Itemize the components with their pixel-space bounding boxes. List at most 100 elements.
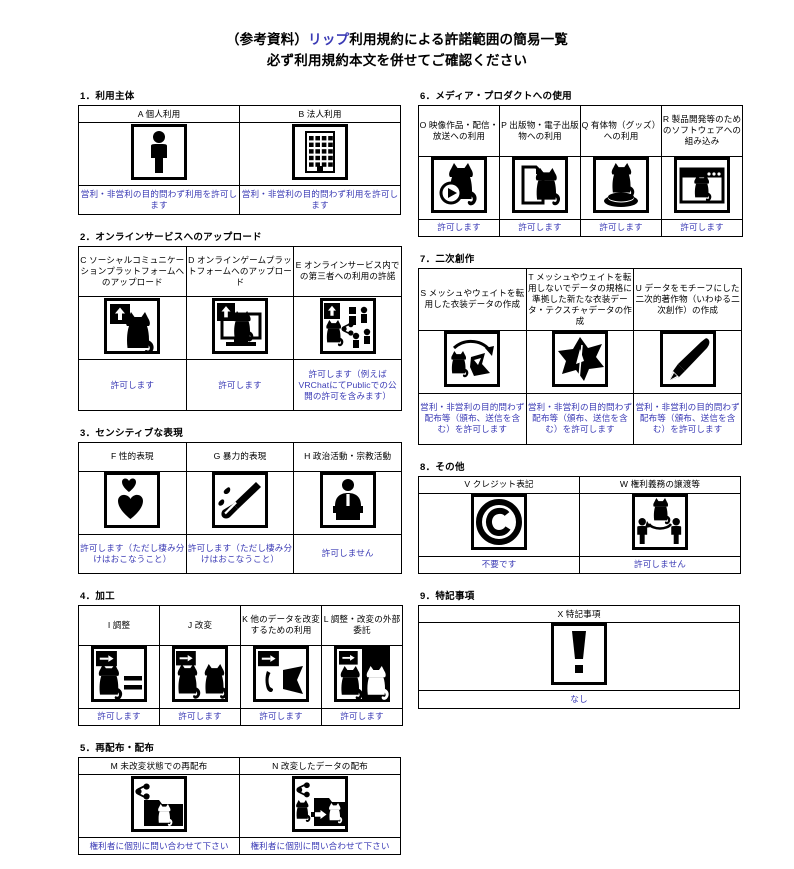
table-note-row: 不要です許可しません <box>418 555 741 575</box>
column-note-d: 許可します <box>185 359 295 412</box>
cat-goods-icon <box>593 157 649 214</box>
column-icon-cell-o <box>418 155 500 220</box>
column-icon-cell-r <box>661 155 743 220</box>
title-suffix: 利用規約による許諾範囲の簡易一覧 <box>349 32 569 47</box>
section-title: 3．センシティブな表現 <box>80 428 184 440</box>
cat-equals-icon <box>91 646 147 703</box>
table-note-row: 許可します許可します許可します許可します <box>418 218 743 237</box>
building-icon <box>292 123 348 180</box>
page-title: （参考資料）リップ利用規約による許諾範囲の簡易一覧 必ず利用規約本文を併せてご確… <box>0 0 794 72</box>
column-note-i: 許可します <box>78 707 160 726</box>
column-note-x: なし <box>418 690 740 709</box>
share-folder-cat-icon <box>131 775 187 832</box>
column-header-h: H 政治活動・宗教活動 <box>293 442 402 472</box>
column-icon-cell-v <box>418 492 580 557</box>
column-note-a: 営利・非営利の目的問わず利用を許可します <box>78 185 240 215</box>
column-header-d: D オンラインゲームプラットフォームへのアップロード <box>185 245 295 298</box>
section-title: 7．二次創作 <box>420 253 475 265</box>
section-title: 6．メディア・プロダクトへの使用 <box>420 91 572 102</box>
table-note-row: 権利者に個別に問い合わせて下さい権利者に個別に問い合わせて下さい <box>78 837 401 856</box>
column-icon-cell-b <box>239 122 401 187</box>
person-icon <box>131 123 187 180</box>
column-note-r: 許可します <box>661 218 743 237</box>
column-note-n: 権利者に個別に問い合わせて下さい <box>239 837 401 856</box>
cat-mesh-reuse-icon <box>444 331 501 388</box>
column-note-v: 不要です <box>418 555 580 575</box>
column-header-k: K 他のデータを改変するための利用 <box>240 605 322 646</box>
column-icon-cell-t <box>525 329 635 394</box>
column-icon-cell-m <box>78 774 240 839</box>
column-icon-cell-x <box>418 622 740 692</box>
column-header-f: F 性的表現 <box>78 442 187 472</box>
column-header-b: B 法人利用 <box>239 104 401 124</box>
column-note-e: 許可します（例えばVRChatにてPublicでの公開の許可を含みます） <box>293 359 402 412</box>
column-icon-cell-s <box>418 329 527 394</box>
column-note-m: 権利者に個別に問い合わせて下さい <box>78 837 240 856</box>
cat-two-icon <box>172 646 228 703</box>
column-header-c: C ソーシャルコミュニケーションプラットフォームへのアップロード <box>78 245 187 298</box>
table-header-row: X 特記事項 <box>418 605 740 624</box>
column-note-c: 許可します <box>78 359 187 412</box>
cat-play-icon <box>431 157 487 214</box>
column-header-v: V クレジット表記 <box>418 475 580 494</box>
column-header-l: L 調整・改変の外部委託 <box>321 605 403 646</box>
title-brand: リップ <box>308 32 350 47</box>
upload-cat-icon <box>104 297 161 354</box>
column-header-s: S メッシュやウェイトを転用した衣装データの作成 <box>418 267 527 331</box>
column-header-u: U データをモチーフにした二次的著作物（いわゆる二次創作）の作成 <box>633 267 742 331</box>
column-header-i: I 調整 <box>78 605 160 646</box>
column-note-s: 営利・非営利の目的問わず配布等（頒布、送信を含む）を許可します <box>418 392 527 445</box>
upload-cat-share-icon <box>319 297 376 354</box>
column-icon-cell-e <box>293 296 402 361</box>
cat-window-icon <box>674 157 730 214</box>
column-note-p: 許可します <box>499 218 581 237</box>
column-note-l: 許可します <box>321 707 403 726</box>
table-note-row: 許可します許可します許可します（例えばVRChatにてPublicでの公開の許可… <box>78 359 402 412</box>
section-table: X 特記事項なし <box>418 605 740 709</box>
table-icon-row <box>78 122 401 187</box>
table-icon-row <box>78 774 401 839</box>
table-icon-row <box>78 644 403 709</box>
title-line-2: 必ず利用規約本文を併せてご確認ください <box>266 52 528 68</box>
section-title: 8．その他 <box>420 461 465 473</box>
column-header-w: W 権利義務の譲渡等 <box>579 475 741 494</box>
column-icon-cell-a <box>78 122 240 187</box>
cat-outsource-icon <box>334 646 390 703</box>
column-icon-cell-c <box>78 296 187 361</box>
upload-cat-monitor-icon <box>211 297 268 354</box>
podium-icon <box>319 472 376 529</box>
column-icon-cell-n <box>239 774 401 839</box>
column-header-n: N 改変したデータの配布 <box>239 756 401 776</box>
hearts-icon <box>104 472 161 529</box>
section-title: 5．再配布・配布 <box>80 742 155 754</box>
table-icon-row <box>418 329 742 394</box>
column-header-t: T メッシュやウェイトを転用しないでデータの規格に準拠した新たな衣装データ・テク… <box>525 267 635 331</box>
column-header-j: J 改変 <box>159 605 241 646</box>
column-header-g: G 暴力的表現 <box>185 442 295 472</box>
title-prefix: （参考資料） <box>225 32 309 47</box>
table-note-row: 許可します許可します許可します許可します <box>78 707 403 726</box>
column-note-t: 営利・非営利の目的問わず配布等（頒布、送信を含む）を許可します <box>525 392 635 445</box>
column-icon-cell-d <box>185 296 295 361</box>
column-note-f: 許可します（ただし棲み分けはおこなうこと） <box>78 533 187 575</box>
mesh-new-icon <box>551 331 608 388</box>
